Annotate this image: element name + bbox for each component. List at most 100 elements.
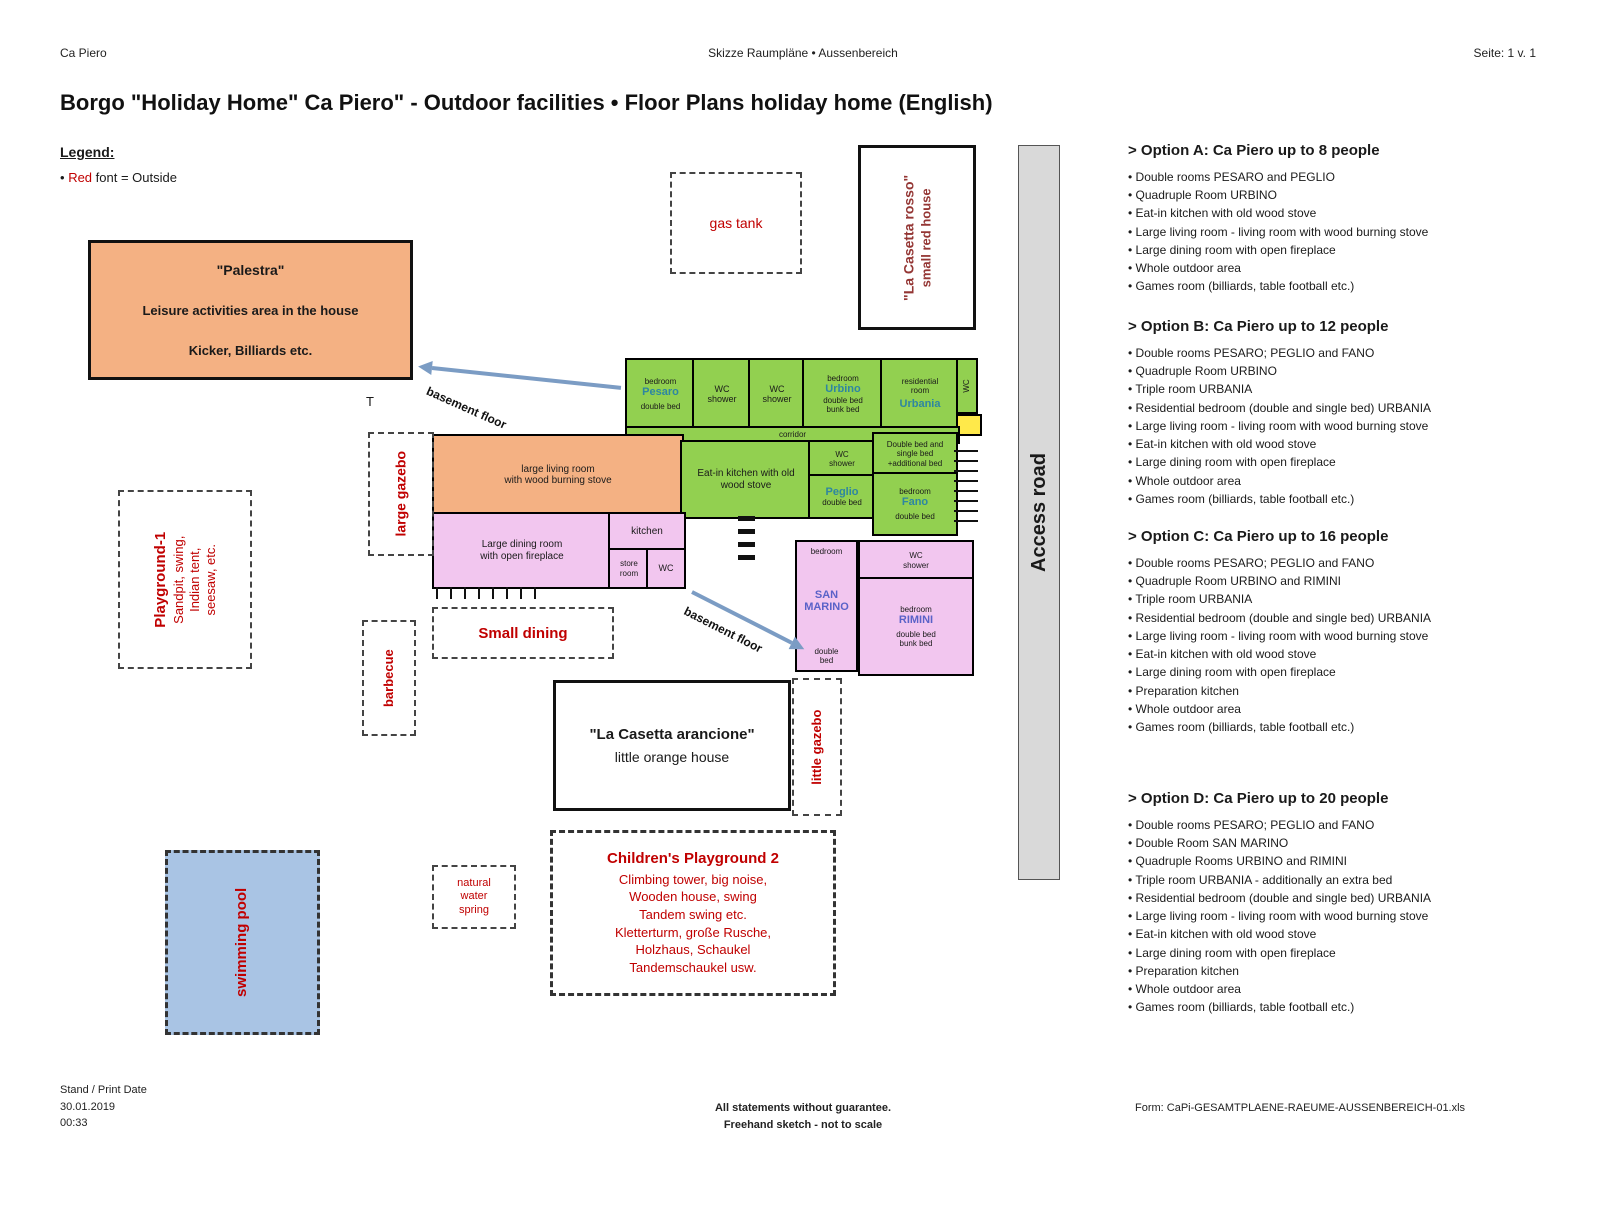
small-dining-box: Small dining [432, 607, 614, 659]
access-road-label: Access road [1027, 453, 1050, 572]
footer-left: Stand / Print Date 30.01.2019 00:33 [60, 1082, 147, 1132]
option-c-item: Large dining room with open fireplace [1128, 663, 1598, 681]
option-a-item: Large living room - living room with woo… [1128, 223, 1598, 241]
room-wc-shower-5: WC shower [858, 540, 974, 581]
eat-in-kitchen-label: Eat-in kitchen with old wood stove [697, 468, 795, 491]
room-fano-type: bedroom [899, 486, 931, 496]
option-a-item: Eat-in kitchen with old wood stove [1128, 204, 1598, 222]
option-a-title: > Option A: Ca Piero up to 8 people [1128, 142, 1380, 159]
legend-red-word: Red [68, 170, 93, 185]
playground-2-box: Children's Playground 2 Climbing tower, … [550, 830, 836, 996]
option-b-item: Large living room - living room with woo… [1128, 417, 1598, 435]
option-d-item: Triple room URBANIA - additionally an ex… [1128, 871, 1598, 889]
header-doc-name: Ca Piero [60, 46, 107, 60]
option-d-block: > Option D: Ca Piero up to 20 people Dou… [1128, 790, 1598, 1017]
playground-1-label-group: Playground-1 Sandpit, swing, Indian tent… [151, 492, 219, 667]
option-d-item: Eat-in kitchen with old wood stove [1128, 925, 1598, 943]
rimini-type: bedroom [900, 604, 932, 614]
option-a-item: Double rooms PESARO and PEGLIO [1128, 168, 1598, 186]
wc-shower-5-label: WC shower [903, 551, 929, 570]
large-gazebo-box: large gazebo [368, 432, 434, 556]
room-pesaro: bedroom Pesaro double bed [625, 358, 696, 430]
room-dining: Large dining room with open fireplace [432, 512, 612, 589]
room-wc-shower-1: WC shower [692, 358, 752, 430]
option-c-item: Whole outdoor area [1128, 700, 1598, 718]
dining-label: Large dining room with open fireplace [480, 539, 564, 562]
legend-heading: Legend: [60, 144, 115, 160]
room-rimini: bedroom RIMINI double bed bunk bed [858, 577, 974, 676]
option-c-title: > Option C: Ca Piero up to 16 people [1128, 528, 1389, 545]
option-d-title: > Option D: Ca Piero up to 20 people [1128, 790, 1389, 807]
option-b-item: Eat-in kitchen with old wood stove [1128, 435, 1598, 453]
wc-shower-3-label: WC shower [829, 449, 855, 468]
legend-rest: font = Outside [92, 170, 177, 185]
room-fano-name: Fano [901, 496, 929, 509]
basement-floor-label-lower: basement floor [681, 604, 765, 656]
option-b-item: Residential bedroom (double and single b… [1128, 399, 1598, 417]
wc-shower-2-label: WC shower [762, 383, 792, 404]
wc-small-label: WC [962, 379, 971, 393]
option-a-item: Large dining room with open fireplace [1128, 241, 1598, 259]
room-living: large living room with wood burning stov… [432, 434, 684, 516]
casetta-rosso-line1: "La Casetta rosso" [900, 174, 917, 301]
store-label: store room [619, 559, 639, 578]
option-a-block: > Option A: Ca Piero up to 8 people Doub… [1128, 142, 1598, 296]
casetta-arancione-line2: little orange house [614, 749, 730, 765]
option-d-list: Double rooms PESARO; PEGLIO and FANO Dou… [1128, 816, 1598, 1017]
gas-tank-label: gas tank [709, 215, 763, 231]
option-b-item: Games room (billiards, table football et… [1128, 490, 1598, 508]
option-a-item: Whole outdoor area [1128, 259, 1598, 277]
kitchen-label: kitchen [631, 526, 663, 538]
option-c-item: Residential bedroom (double and single b… [1128, 609, 1598, 627]
option-b-item: Double rooms PESARO; PEGLIO and FANO [1128, 344, 1598, 362]
rimini-name: RIMINI [898, 614, 934, 627]
barbecue-box: barbecue [362, 620, 416, 736]
room-peglio-beds: double bed [822, 498, 862, 508]
header-doc-subject: Skizze Raumpläne • Aussenbereich [708, 46, 898, 60]
room-peglio: Peglio double bed [808, 474, 876, 519]
casetta-rosso-box: "La Casetta rosso" small red house [858, 145, 976, 330]
natural-spring-box: natural water spring [432, 865, 516, 929]
large-gazebo-label: large gazebo [392, 451, 409, 537]
option-d-item: Whole outdoor area [1128, 980, 1598, 998]
room-store: store room [608, 548, 650, 589]
room-san-marino: bedroom SAN MARINO double bed [795, 540, 858, 672]
gas-tank-box: gas tank [670, 172, 802, 274]
wc-4-label: WC [658, 563, 674, 574]
room-urbania: residential room Urbania [880, 358, 960, 430]
swimming-pool-label: swimming pool [233, 887, 251, 998]
rimini-beds: double bed bunk bed [896, 629, 936, 648]
option-b-item: Whole outdoor area [1128, 472, 1598, 490]
stairs-hatch [954, 450, 978, 530]
playground-1-box: Playground-1 Sandpit, swing, Indian tent… [118, 490, 252, 669]
living-label: large living room with wood burning stov… [504, 463, 612, 487]
room-double-single: Double bed and single bed +additional be… [872, 432, 958, 476]
option-c-item: Double rooms PESARO; PEGLIO and FANO [1128, 554, 1598, 572]
san-marino-type: bedroom [810, 547, 843, 556]
room-pesaro-type: bedroom [644, 376, 677, 386]
basement-arrow-upper [431, 366, 622, 390]
page-title: Borgo "Holiday Home" Ca Piero" - Outdoor… [60, 90, 993, 115]
playground-1-desc: Sandpit, swing, Indian tent, seesaw, etc… [170, 535, 218, 624]
option-c-block: > Option C: Ca Piero up to 16 people Dou… [1128, 528, 1598, 736]
room-wc-small: WC [956, 358, 978, 414]
playground-2-title: Children's Playground 2 [607, 849, 779, 867]
barbecue-label: barbecue [380, 649, 396, 707]
wc-shower-1-label: WC shower [707, 383, 737, 404]
header-page-info: Seite: 1 v. 1 [1473, 46, 1536, 60]
room-urbino-name: Urbino [825, 383, 861, 396]
casetta-arancione-line1: "La Casetta arancione" [589, 726, 755, 743]
little-gazebo-label: little gazebo [808, 709, 824, 785]
option-a-list: Double rooms PESARO and PEGLIO Quadruple… [1128, 168, 1598, 296]
room-urbino-type: bedroom [827, 373, 859, 383]
room-fano-beds: double bed [895, 511, 935, 521]
double-single-label: Double bed and single bed +additional be… [886, 440, 944, 468]
swimming-pool-box: swimming pool [165, 850, 320, 1035]
option-c-list: Double rooms PESARO; PEGLIO and FANO Qua… [1128, 554, 1598, 736]
footer-print-date-label: Stand / Print Date [60, 1084, 147, 1096]
san-marino-name: SAN MARINO [804, 588, 849, 614]
option-c-item: Preparation kitchen [1128, 682, 1598, 700]
natural-spring-label: natural water spring [457, 877, 491, 916]
option-d-item: Games room (billiards, table football et… [1128, 998, 1598, 1016]
